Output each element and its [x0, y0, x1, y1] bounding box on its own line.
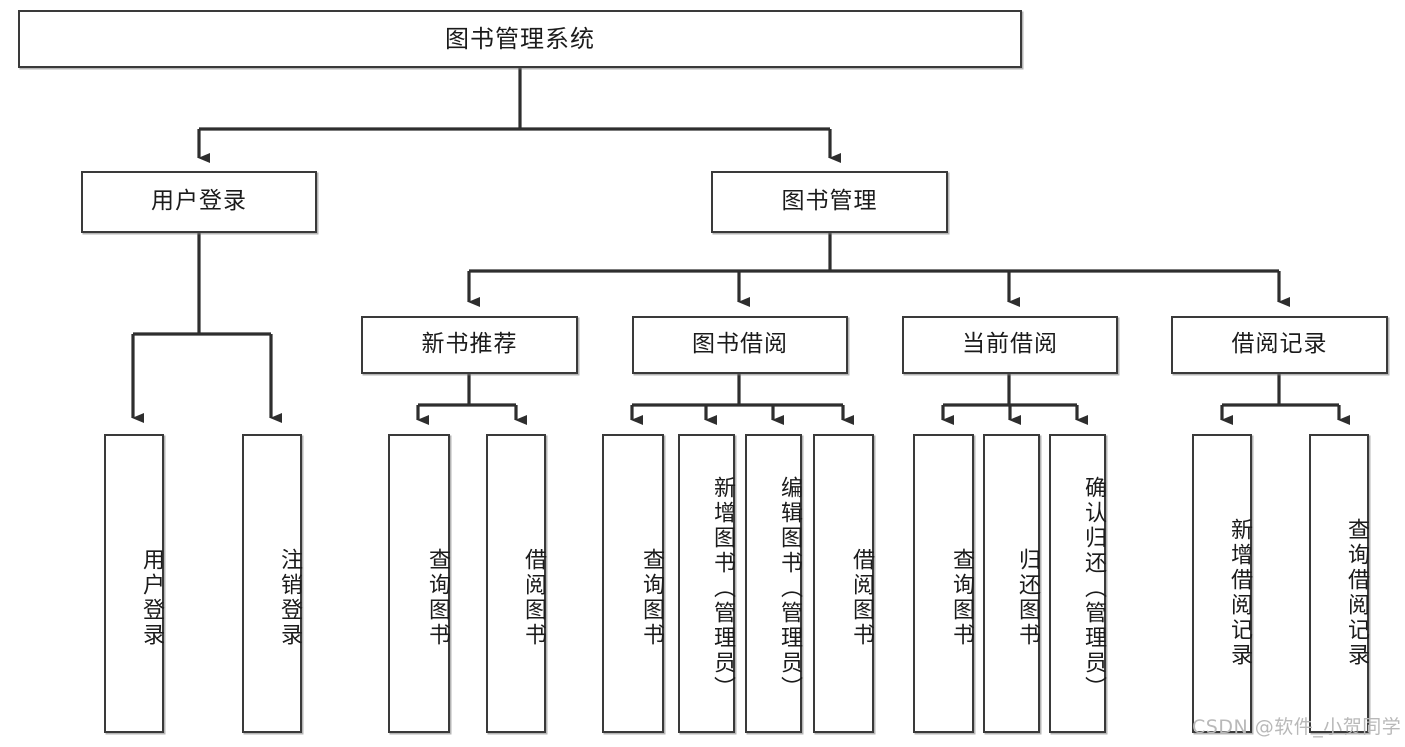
node-leaf-logout[interactable]: 注销登录 [242, 434, 302, 733]
node-leaf-query-book-1[interactable]: 查询图书 [388, 434, 450, 733]
node-new-book-rec[interactable]: 新书推荐 [361, 316, 578, 374]
node-root[interactable]: 图书管理系统 [18, 10, 1022, 68]
node-leaf-confirm-return[interactable]: 确认归还（管理员） [1049, 434, 1106, 733]
node-leaf-query-book-2[interactable]: 查询图书 [602, 434, 664, 733]
node-book-borrow-label: 图书借阅 [692, 331, 788, 358]
node-current-borrow[interactable]: 当前借阅 [902, 316, 1118, 374]
node-leaf-query-book-1-label: 查询图书 [425, 547, 450, 648]
node-new-book-rec-label: 新书推荐 [421, 331, 518, 358]
node-leaf-add-record-label: 新增借阅记录 [1227, 517, 1252, 668]
node-leaf-return-book-label: 归还图书 [1015, 547, 1040, 648]
node-user-login-label: 用户登录 [151, 188, 247, 215]
node-borrow-record[interactable]: 借阅记录 [1171, 316, 1388, 374]
node-leaf-logout-label: 注销登录 [277, 547, 302, 648]
node-borrow-record-label: 借阅记录 [1231, 331, 1328, 358]
node-leaf-confirm-return-label: 确认归还（管理员） [1081, 476, 1106, 701]
node-root-label: 图书管理系统 [445, 24, 595, 53]
node-leaf-borrow-book-1[interactable]: 借阅图书 [486, 434, 546, 733]
node-leaf-add-book-label: 新增图书（管理员） [710, 476, 735, 701]
node-leaf-borrow-book-2-label: 借阅图书 [849, 547, 874, 648]
node-leaf-edit-book-label: 编辑图书（管理员） [777, 476, 802, 701]
node-leaf-borrow-book-2[interactable]: 借阅图书 [813, 434, 874, 733]
node-book-manage[interactable]: 图书管理 [711, 171, 948, 233]
watermark-text: CSDN @软件_小贺同学 [1192, 716, 1402, 738]
node-leaf-add-book[interactable]: 新增图书（管理员） [678, 434, 735, 733]
node-leaf-user-login-label: 用户登录 [139, 547, 164, 648]
node-user-login[interactable]: 用户登录 [81, 171, 317, 233]
node-leaf-add-record[interactable]: 新增借阅记录 [1192, 434, 1252, 733]
node-leaf-query-book-3[interactable]: 查询图书 [913, 434, 974, 733]
node-leaf-borrow-book-1-label: 借阅图书 [521, 547, 546, 648]
node-book-borrow[interactable]: 图书借阅 [632, 316, 848, 374]
node-current-borrow-label: 当前借阅 [962, 331, 1058, 358]
node-leaf-query-record-label: 查询借阅记录 [1344, 517, 1369, 668]
node-leaf-user-login[interactable]: 用户登录 [104, 434, 164, 733]
node-leaf-edit-book[interactable]: 编辑图书（管理员） [745, 434, 802, 733]
node-leaf-query-book-2-label: 查询图书 [639, 547, 664, 648]
node-leaf-return-book[interactable]: 归还图书 [983, 434, 1040, 733]
node-leaf-query-book-3-label: 查询图书 [949, 547, 974, 648]
node-leaf-query-record[interactable]: 查询借阅记录 [1309, 434, 1369, 733]
node-book-manage-label: 图书管理 [781, 188, 878, 215]
